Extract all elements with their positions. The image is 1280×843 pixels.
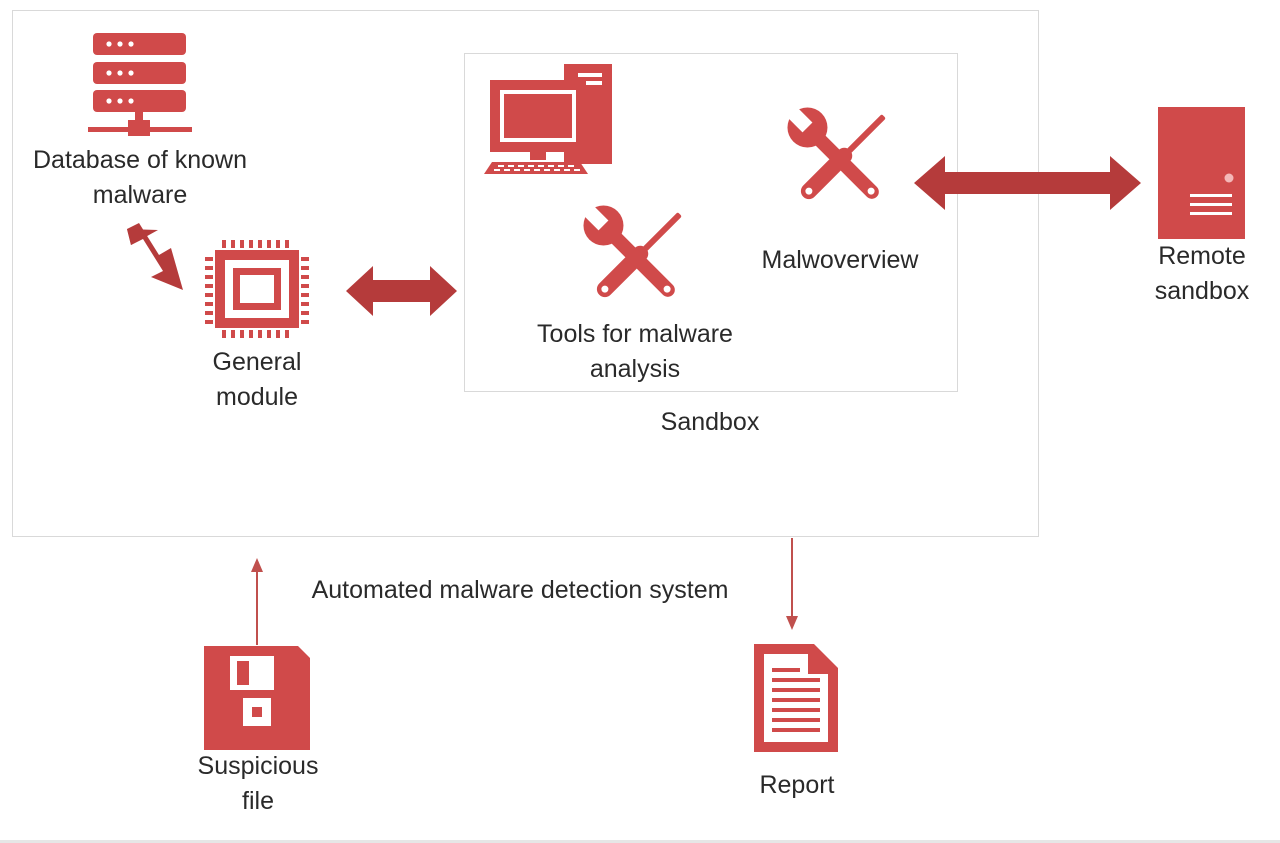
cpu-chip-icon <box>205 240 309 338</box>
arrow-database-general-module <box>127 223 183 290</box>
remote-sandbox-label: Remote sandbox <box>1122 239 1280 309</box>
tools-label: Tools for malware analysis <box>510 317 760 387</box>
database-server-icon <box>88 33 192 136</box>
database-label-line2: malware <box>92 181 188 209</box>
system-label: Automated malware detection system <box>270 573 770 608</box>
document-icon <box>754 644 838 752</box>
database-label: Database of known malware <box>10 143 270 213</box>
suspicious-file-label: Suspicious file <box>168 749 348 819</box>
malwoverview-tools-icon <box>774 94 891 211</box>
remote-sandbox-label-line1: Remote <box>1158 242 1246 270</box>
suspicious-file-label-line2: file <box>242 787 274 815</box>
tools-icon <box>570 192 687 309</box>
remote-sandbox-label-line2: sandbox <box>1154 277 1250 305</box>
report-label: Report <box>707 768 887 803</box>
database-label-line1: Database of known <box>32 146 248 174</box>
tools-label-line1: Tools for malware <box>537 320 733 348</box>
malwoverview-label: Malwoverview <box>740 243 940 278</box>
system-boundary-box <box>12 10 1039 537</box>
general-module-label-line1: General <box>212 348 302 376</box>
arrow-system-to-report <box>786 538 798 630</box>
floppy-disk-icon <box>204 646 310 750</box>
sandbox-label-text: Sandbox <box>660 408 760 436</box>
sandbox-label: Sandbox <box>610 405 810 440</box>
arrow-general-module-sandbox <box>346 266 457 316</box>
malwoverview-label-line1: Malwoverview <box>761 246 919 274</box>
bottom-divider <box>0 840 1280 843</box>
general-module-label: General module <box>167 345 347 415</box>
tools-label-line2: analysis <box>589 355 681 383</box>
system-label-text: Automated malware detection system <box>311 576 729 604</box>
sandbox-box <box>464 53 958 392</box>
desktop-computer-icon <box>484 64 612 174</box>
arrow-malwoverview-remote-sandbox <box>914 156 1141 210</box>
server-tower-icon <box>1158 107 1245 239</box>
report-label-line1: Report <box>759 771 835 799</box>
arrow-suspicious-file-to-system <box>251 558 263 645</box>
general-module-label-line2: module <box>216 383 298 411</box>
suspicious-file-label-line1: Suspicious <box>197 752 319 780</box>
